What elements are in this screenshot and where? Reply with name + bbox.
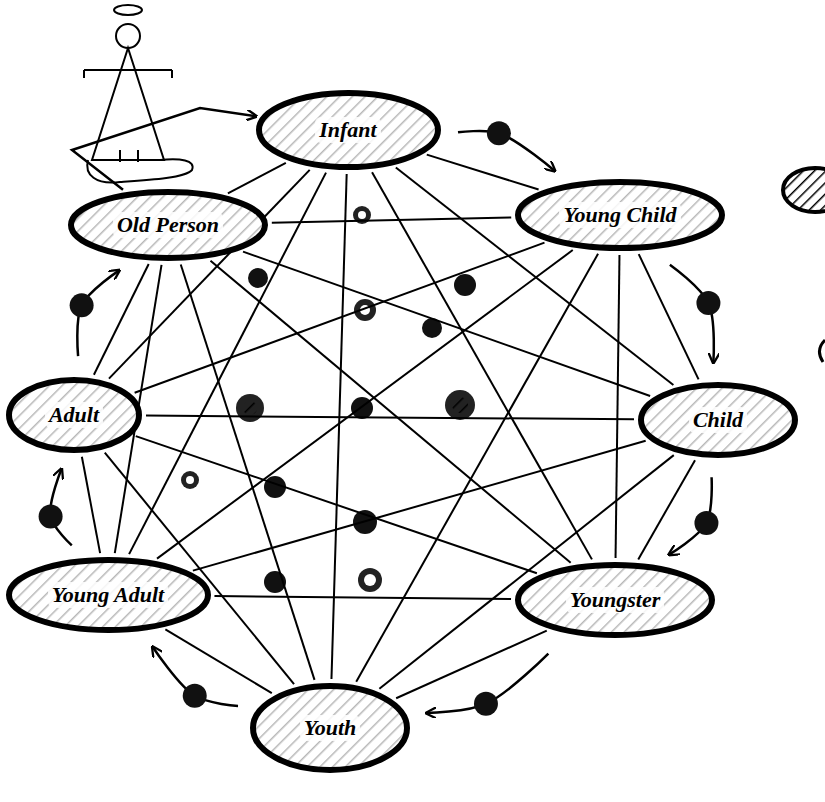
web-line: [214, 596, 511, 599]
stage-oval: Adult: [6, 377, 142, 453]
stage-label: Infant: [315, 117, 380, 143]
web-line: [193, 441, 646, 571]
arrow-dot: [696, 291, 720, 315]
cycle-arrow: [72, 108, 257, 190]
arrow-dot: [70, 293, 94, 317]
stage-label: Young Adult: [48, 582, 168, 608]
stage-oval: Young Adult: [6, 557, 211, 633]
web-line: [136, 436, 537, 573]
stage-oval: Child: [638, 382, 798, 458]
web-line: [94, 264, 149, 375]
arrow-dot: [39, 504, 63, 528]
partial-oval: [783, 168, 825, 212]
web-line: [228, 163, 286, 194]
web-line: [210, 261, 570, 563]
angel-figure: [84, 5, 193, 183]
web-line: [638, 460, 695, 559]
web-line: [146, 416, 634, 420]
arrow-dot: [487, 121, 511, 145]
web-line: [181, 265, 315, 680]
web-line: [135, 243, 545, 393]
web-line: [639, 254, 699, 379]
stage-label: Old Person: [113, 212, 223, 238]
stage-oval: Old Person: [68, 189, 268, 261]
web-line: [165, 629, 271, 693]
stage-label: Youngster: [566, 587, 664, 613]
partial-mark: [819, 340, 825, 362]
arrow-dot: [694, 511, 718, 535]
arrow-dot: [474, 692, 498, 716]
arrow-dot: [183, 684, 207, 708]
web-line: [427, 155, 539, 190]
web-line: [396, 631, 547, 699]
stage-label: Child: [689, 407, 747, 433]
web-line: [243, 252, 650, 396]
stage-oval: Youth: [250, 683, 410, 773]
web-line: [272, 217, 511, 222]
stage-oval: Infant: [256, 90, 441, 170]
stage-label: Young Child: [559, 202, 680, 228]
stage-oval: Youngster: [515, 562, 715, 638]
web-line: [616, 255, 620, 558]
stage-label: Adult: [45, 402, 103, 428]
web-line: [82, 457, 100, 553]
stage-oval: Young Child: [515, 179, 725, 251]
stage-label: Youth: [300, 715, 361, 741]
